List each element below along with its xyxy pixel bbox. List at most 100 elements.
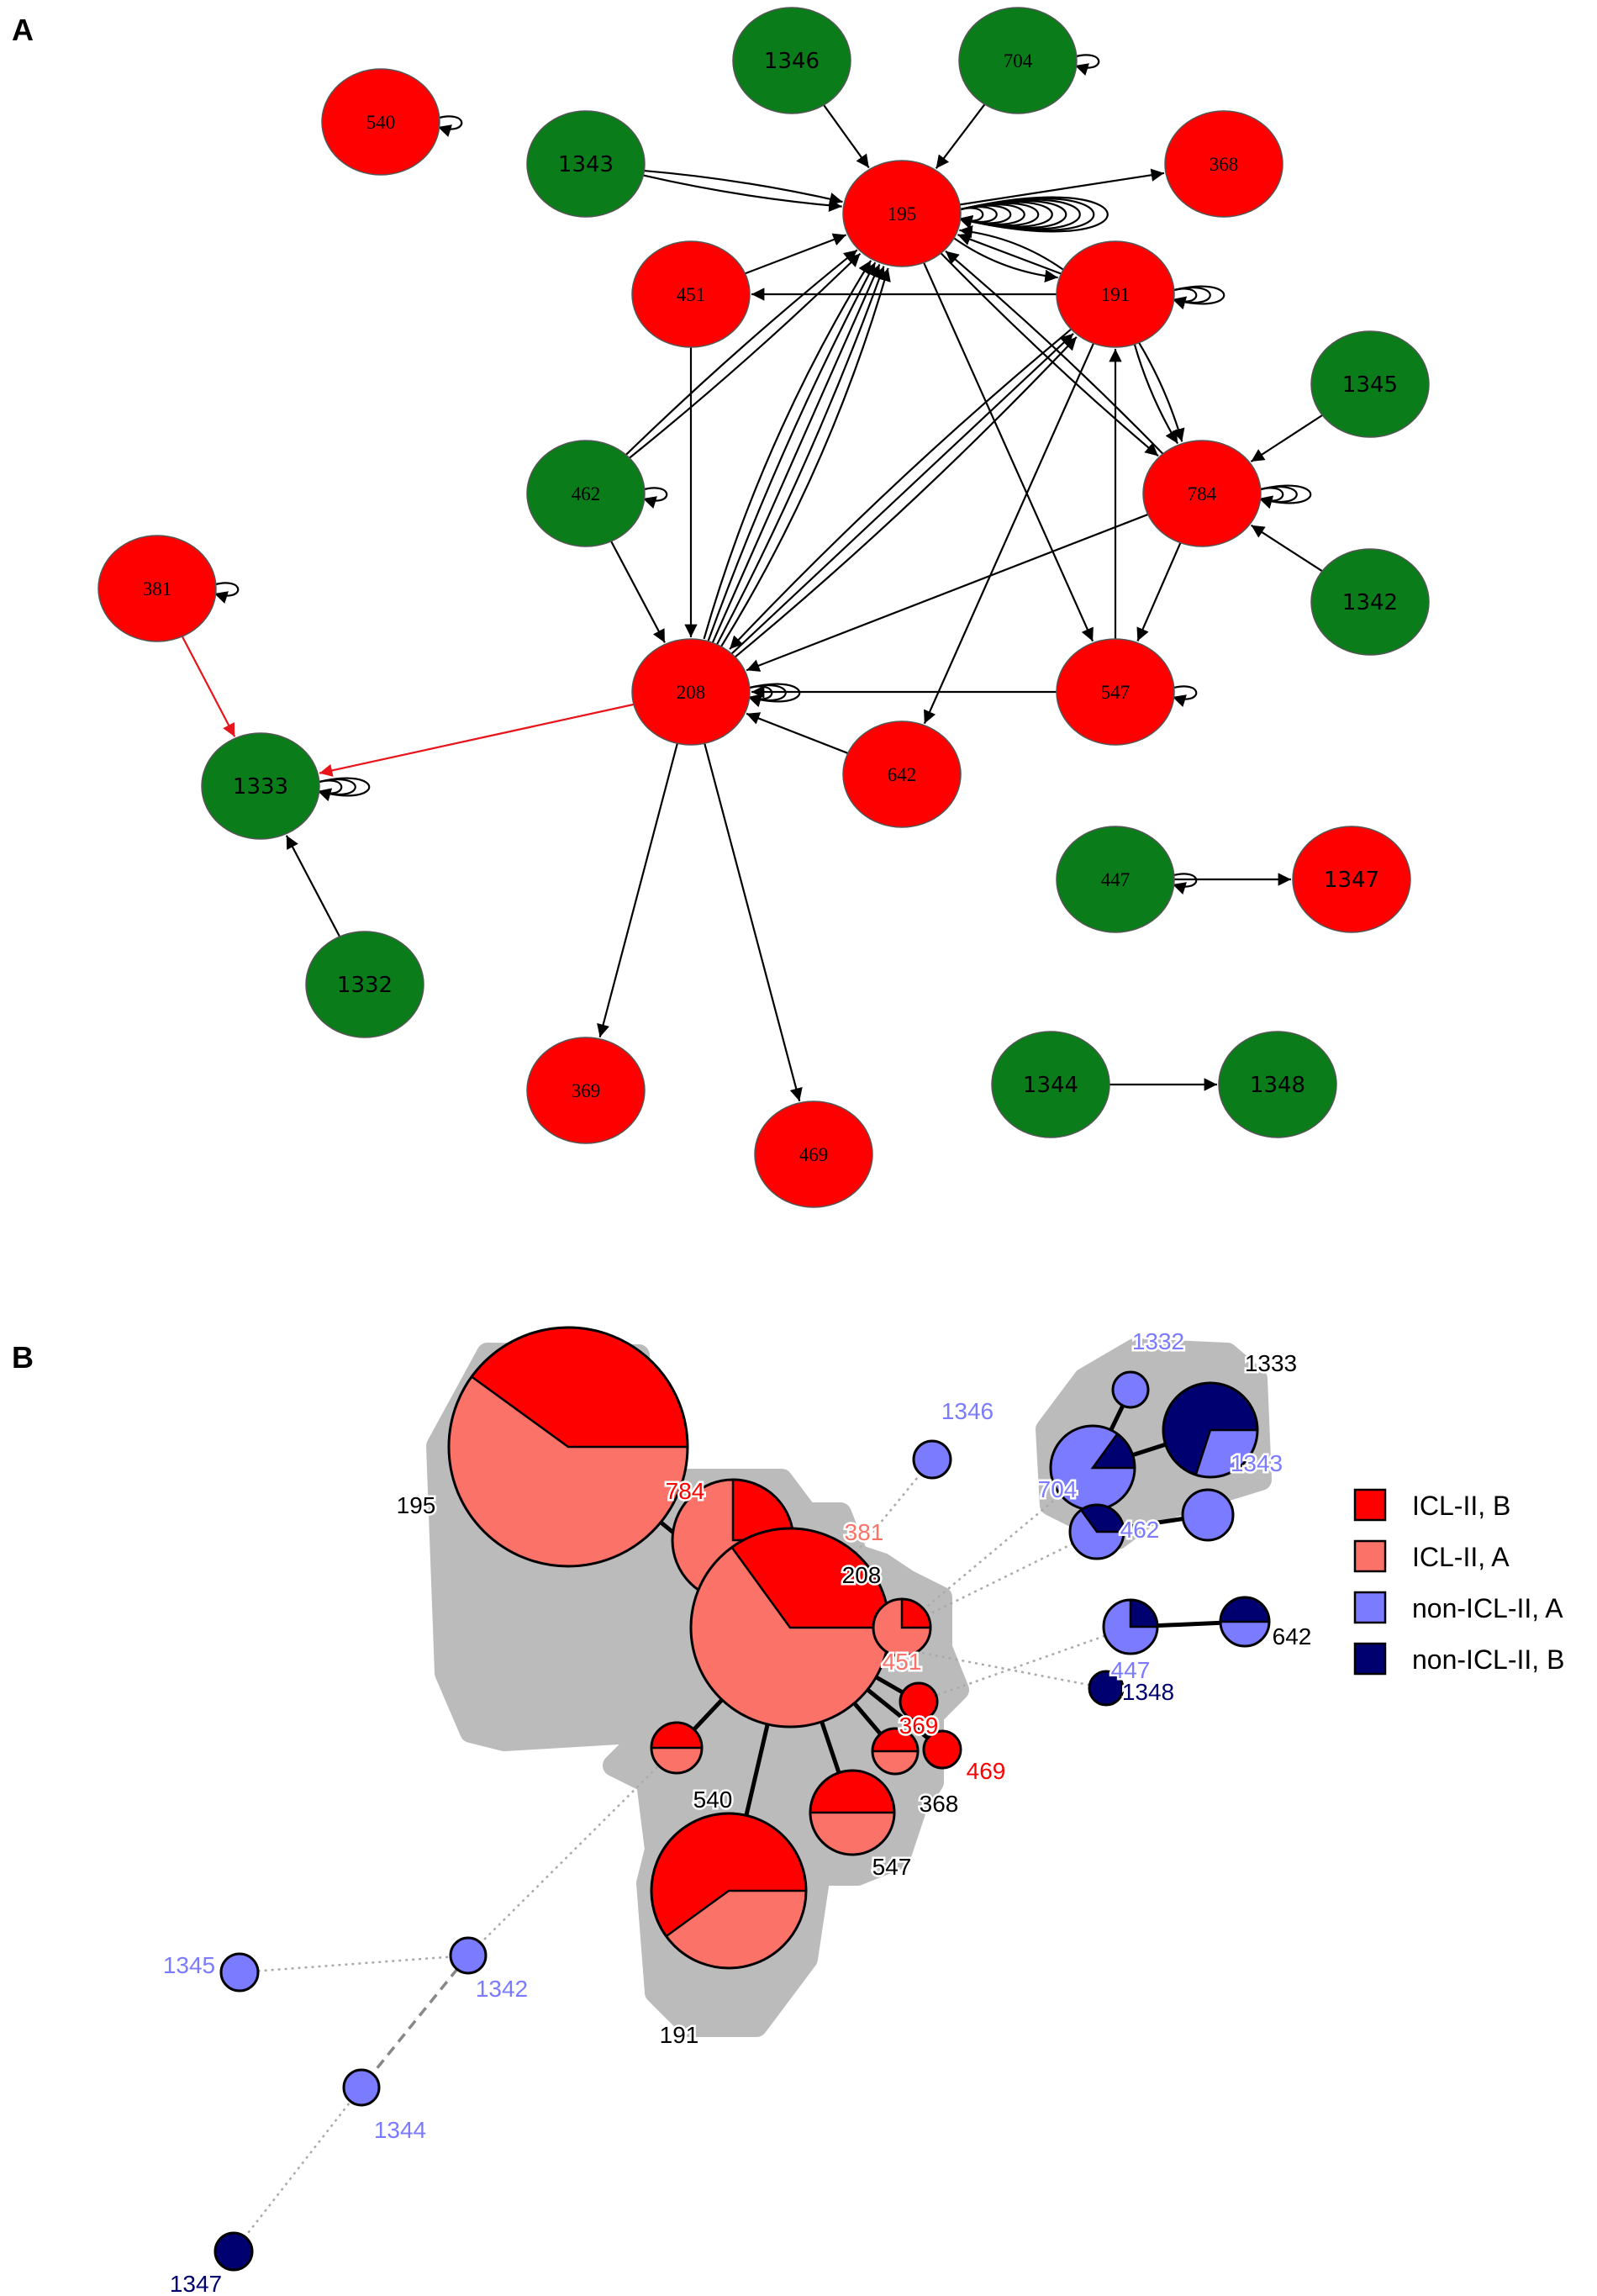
self-loop-547: [1170, 685, 1198, 707]
node-b-704-outline: [1068, 1503, 1125, 1560]
node-b-1347: [213, 2231, 254, 2272]
edge-191-to-784: [1133, 344, 1179, 445]
node-a-1343-shape: [526, 110, 646, 218]
node-a-1342-label: 1342: [1342, 590, 1398, 615]
edge-462-to-195: [629, 252, 862, 459]
self-loop-540: [435, 115, 463, 137]
node-a-1348-shape: [1218, 1031, 1337, 1138]
node-b-642: [1219, 1596, 1271, 1648]
node-b-1343-base: [1183, 1490, 1233, 1540]
node-b-704-label: 704: [1038, 1476, 1078, 1502]
node-a-784: 784: [1142, 440, 1262, 547]
node-a-191: 191: [1056, 240, 1175, 348]
node-a-368-shape: [1164, 110, 1283, 218]
node-a-1333: 1333: [201, 732, 320, 840]
node-b-1332-base: [1113, 1372, 1148, 1407]
legend-swatch: [1353, 1539, 1387, 1573]
edge-195-to-784: [940, 252, 1159, 457]
node-b-1332-outline: [1111, 1370, 1150, 1409]
node-a-451-label: 451: [677, 284, 706, 305]
node-b-369-outline: [899, 1681, 939, 1722]
edge-191-to-784: [1138, 341, 1185, 442]
node-a-1343: 1343: [526, 110, 646, 218]
node-b-547-outline: [809, 1769, 896, 1856]
node-b-368: [871, 1727, 920, 1776]
edge-208-to-469: [704, 742, 803, 1102]
node-b-784-label: 784: [666, 1478, 705, 1504]
node-b-195-outline: [447, 1326, 689, 1568]
node-a-540-label: 540: [366, 112, 396, 133]
node-b-195: [447, 1326, 689, 1568]
network-b-nodes: [213, 1326, 1271, 2272]
node-a-642-label: 642: [888, 764, 917, 785]
node-a-195-label: 195: [888, 203, 917, 224]
node-a-1347: 1347: [1292, 826, 1411, 933]
legend-label: ICL-II, B: [1412, 1491, 1510, 1521]
legend-swatch: [1353, 1642, 1387, 1676]
edge-208-to-191: [730, 332, 1074, 655]
node-b-1347-slice: [215, 2233, 252, 2270]
node-b-1346-outline: [912, 1439, 952, 1480]
edge-1342-to-784: [1250, 524, 1323, 573]
node-a-1332-label: 1332: [337, 973, 393, 998]
node-b-369: [899, 1681, 939, 1722]
node-a-451: 451: [631, 240, 751, 348]
edge-191-to-195: [959, 224, 1064, 271]
legend-swatch: [1353, 1591, 1387, 1624]
self-loop-447: [1170, 873, 1198, 895]
self-loop-195: [957, 196, 1109, 233]
edge-462-to-208: [610, 541, 666, 643]
node-a-1345-shape: [1310, 330, 1430, 438]
node-a-704-label: 704: [1004, 50, 1033, 71]
edge-208-to-1333: [319, 703, 635, 777]
panel-a-letter: A: [12, 13, 34, 47]
edge-784-to-208: [746, 513, 1149, 672]
node-a-1346: 1346: [732, 7, 851, 114]
node-b-368-label: 368: [920, 1791, 959, 1817]
node-b-1333-label: 1333: [1245, 1350, 1297, 1376]
node-b-642-slice: [1219, 1596, 1271, 1623]
node-a-462-label: 462: [572, 483, 601, 504]
self-loop-208: [746, 683, 801, 707]
node-a-369-label: 369: [572, 1080, 601, 1101]
node-b-369-label: 369: [899, 1713, 939, 1739]
node-b-1342-outline: [449, 1936, 488, 1975]
node-a-547: 547: [1056, 638, 1175, 746]
node-b-1346-base: [914, 1441, 951, 1478]
node-b-1333-outline: [1162, 1381, 1259, 1479]
node-b-208: [689, 1527, 891, 1729]
node-a-1347-shape: [1292, 826, 1411, 933]
node-a-1332-shape: [305, 931, 424, 1038]
node-a-540: 540: [321, 68, 440, 176]
edge-784-to-547: [1136, 542, 1182, 641]
node-b-469-label: 469: [967, 1758, 1006, 1784]
node-b-547-label: 547: [872, 1854, 912, 1880]
node-a-704: 704: [958, 7, 1078, 114]
node-b-451-label: 451: [883, 1649, 922, 1675]
edge-704-to-195: [935, 103, 986, 170]
node-a-191-label: 191: [1101, 284, 1131, 305]
node-a-1342-shape: [1310, 548, 1430, 656]
node-b-1342-label: 1342: [476, 1976, 528, 2002]
node-b-447-label: 447: [1111, 1657, 1151, 1683]
node-a-1344-label: 1344: [1023, 1073, 1078, 1098]
node-a-447-shape: [1056, 826, 1175, 933]
node-a-462: 462: [526, 440, 646, 547]
edge-191-to-195: [957, 233, 1062, 275]
node-a-642-shape: [842, 720, 962, 828]
edge-195-to-191: [953, 237, 1058, 283]
node-b-540-label: 540: [693, 1787, 733, 1813]
node-b-191-label: 191: [660, 2022, 699, 2048]
node-a-1342: 1342: [1310, 548, 1430, 656]
node-a-1345-label: 1345: [1342, 372, 1398, 398]
node-b-1332-label: 1332: [1132, 1328, 1184, 1354]
node-b-1348-label: 1348: [1122, 1679, 1174, 1705]
node-b-1347-outline: [213, 2231, 254, 2272]
node-b-469-slice: [924, 1731, 961, 1768]
node-a-195-shape: [842, 160, 962, 267]
node-a-195: 195: [842, 160, 962, 267]
